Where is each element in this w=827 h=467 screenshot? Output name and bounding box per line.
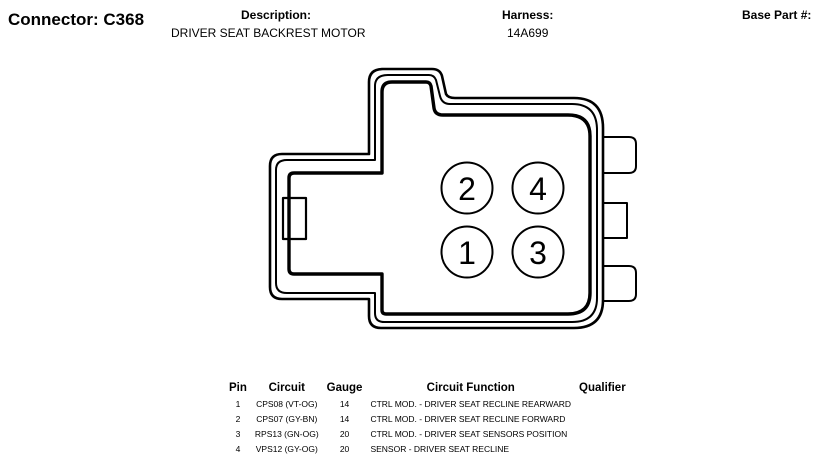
pin-cavity-1: 1 bbox=[440, 225, 494, 279]
gauge-header: Gauge bbox=[326, 382, 363, 394]
housing-middle-outline bbox=[275, 74, 598, 323]
housing-inner-outline bbox=[287, 80, 592, 316]
function-cell: SENSOR - DRIVER SEAT RECLINE bbox=[370, 443, 510, 454]
gauge-cell: 20 bbox=[339, 428, 350, 439]
pin-cavity-4: 4 bbox=[511, 161, 565, 215]
pin-cavity-2: 2 bbox=[440, 161, 494, 215]
latch-tab bbox=[281, 196, 308, 241]
function-cell: CTRL MOD. - DRIVER SEAT SENSORS POSITION bbox=[370, 428, 568, 439]
harness-value: 14A699 bbox=[507, 26, 549, 40]
base-part-label: Base Part #: bbox=[742, 8, 812, 22]
harness-block: Harness: 14A699 bbox=[502, 8, 553, 40]
circuit-header: Circuit bbox=[268, 382, 305, 394]
circuit-cell: CPS08 (VT-OG) bbox=[256, 398, 318, 409]
connector-title: Connector: C368 bbox=[8, 10, 145, 29]
harness-label: Harness: bbox=[502, 8, 554, 22]
description-label: Description: bbox=[241, 8, 312, 22]
side-rib-bottom bbox=[603, 265, 637, 302]
function-cell: CTRL MOD. - DRIVER SEAT RECLINE FORWARD bbox=[370, 413, 566, 424]
table-row: 1 CPS08 (VT-OG) 14 CTRL MOD. - DRIVER SE… bbox=[225, 396, 630, 411]
gauge-cell: 20 bbox=[339, 443, 350, 454]
qualifier-cell bbox=[575, 441, 630, 456]
pin-cell: 1 bbox=[235, 398, 241, 409]
circuit-cell: RPS13 (GN-OG) bbox=[254, 428, 319, 439]
housing-outer-outline bbox=[268, 67, 605, 330]
pin-table: Pin Circuit Gauge Circuit Function Quali… bbox=[225, 382, 630, 456]
qualifier-cell bbox=[575, 411, 630, 426]
description-block: Description: DRIVER SEAT BACKREST MOTOR bbox=[171, 8, 365, 40]
table-header-row: Pin Circuit Gauge Circuit Function Quali… bbox=[225, 382, 630, 396]
circuit-cell: CPS07 (GY-BN) bbox=[256, 413, 318, 424]
qualifier-cell bbox=[575, 396, 630, 411]
table-row: 2 CPS07 (GY-BN) 14 CTRL MOD. - DRIVER SE… bbox=[225, 411, 630, 426]
gauge-cell: 14 bbox=[339, 413, 350, 424]
table-row: 4 VPS12 (GY-OG) 20 SENSOR - DRIVER SEAT … bbox=[225, 441, 630, 456]
table-row: 3 RPS13 (GN-OG) 20 CTRL MOD. - DRIVER SE… bbox=[225, 426, 630, 441]
function-cell: CTRL MOD. - DRIVER SEAT RECLINE REARWARD bbox=[370, 398, 572, 409]
side-rib-top bbox=[603, 136, 637, 174]
base-part-block: Base Part #: bbox=[742, 8, 811, 22]
function-header: Circuit Function bbox=[426, 382, 515, 394]
pin-number-2: 2 bbox=[458, 171, 476, 207]
description-value: DRIVER SEAT BACKREST MOTOR bbox=[171, 26, 366, 40]
pin-number-4: 4 bbox=[529, 171, 547, 207]
pin-number-3: 3 bbox=[529, 235, 547, 271]
pin-number-1: 1 bbox=[458, 235, 476, 271]
pin-header: Pin bbox=[229, 382, 247, 394]
pin-cavity-3: 3 bbox=[511, 225, 565, 279]
circuit-cell: VPS12 (GY-OG) bbox=[255, 443, 318, 454]
side-rib-middle bbox=[603, 202, 628, 239]
qualifier-cell bbox=[575, 426, 630, 441]
qualifier-header: Qualifier bbox=[579, 382, 626, 394]
pin-cell: 3 bbox=[235, 428, 241, 439]
pin-cell: 4 bbox=[235, 443, 241, 454]
gauge-cell: 14 bbox=[339, 398, 350, 409]
pin-cell: 2 bbox=[235, 413, 241, 424]
